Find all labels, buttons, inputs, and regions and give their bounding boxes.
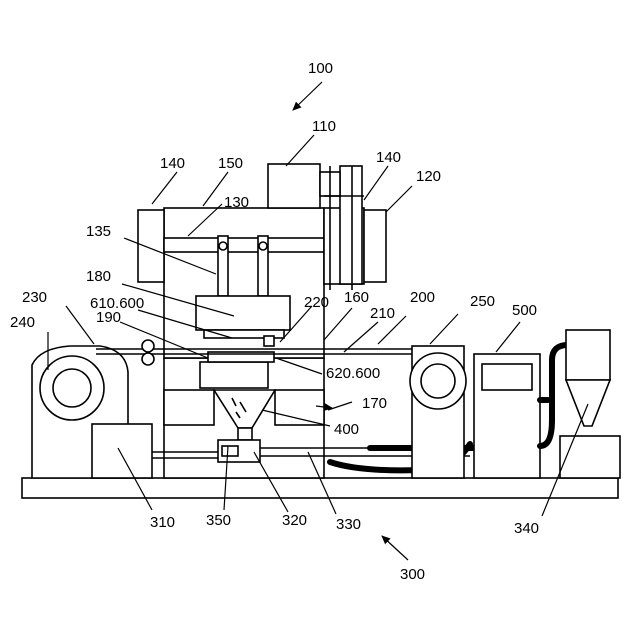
- coil-unit-250: [410, 346, 466, 478]
- label-320: 320: [282, 512, 307, 529]
- label-100: 100: [308, 60, 333, 77]
- label-250: 250: [470, 293, 495, 310]
- cabinet-500: [474, 354, 548, 478]
- label-310: 310: [150, 514, 175, 531]
- box-310: [92, 424, 152, 478]
- label-220: 220: [304, 294, 329, 311]
- label-300: 300: [400, 566, 425, 583]
- label-140-left: 140: [160, 155, 185, 172]
- label-170: 170: [362, 395, 387, 412]
- label-620-600: 620.600: [326, 365, 380, 382]
- label-130: 130: [224, 194, 249, 211]
- label-210: 210: [370, 305, 395, 322]
- collector-320: [218, 440, 260, 462]
- label-340: 340: [514, 520, 539, 537]
- label-500: 500: [512, 302, 537, 319]
- base-plate: [22, 478, 618, 498]
- label-140-right: 140: [376, 149, 401, 166]
- label-160: 160: [344, 289, 369, 306]
- label-200: 200: [410, 289, 435, 306]
- label-135: 135: [86, 223, 111, 240]
- ram-180: [196, 296, 290, 346]
- label-180: 180: [86, 268, 111, 285]
- label-120: 120: [416, 168, 441, 185]
- label-330: 330: [336, 516, 361, 533]
- label-150: 150: [218, 155, 243, 172]
- label-400: 400: [334, 421, 359, 438]
- silo-340: [540, 330, 620, 478]
- label-240: 240: [10, 314, 35, 331]
- label-350: 350: [206, 512, 231, 529]
- label-190: 190: [96, 309, 121, 326]
- label-230: 230: [22, 289, 47, 306]
- label-110: 110: [312, 118, 336, 135]
